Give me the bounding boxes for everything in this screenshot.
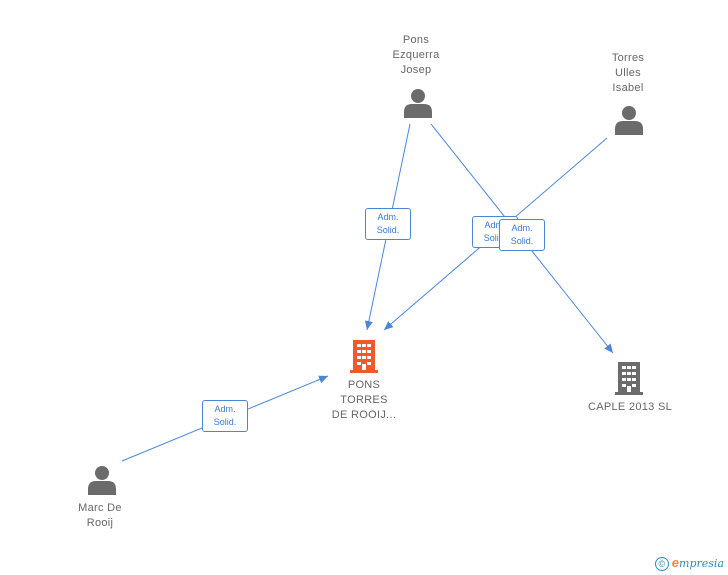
node-label-pons-torres-de-rooij[interactable]: PONS TORRES DE ROOIJ... — [331, 379, 397, 421]
node-label-torres-ulles-isabel[interactable]: Torres Ulles Isabel — [611, 52, 645, 94]
node-label-pons-ezquerra-josep[interactable]: Pons Ezquerra Josep — [392, 34, 440, 76]
edge-label-adm-solid: Adm. Solid. — [365, 208, 411, 240]
edge-label-adm-solid: Adm. Solid. — [499, 219, 545, 251]
copyright-icon: © — [654, 557, 669, 571]
edge-label-adm-solid: Adm. Solid. — [202, 400, 248, 432]
building-icon[interactable] — [613, 360, 645, 396]
building-icon[interactable] — [348, 338, 380, 374]
empresia-logo-text: mpresia — [679, 557, 724, 570]
node-label-caple-2013-sl[interactable]: CAPLE 2013 SL — [587, 401, 672, 413]
node-label-marc-de-rooij[interactable]: Marc De Rooij — [78, 502, 122, 529]
empresia-logo-initial: e — [671, 555, 680, 570]
person-icon[interactable] — [403, 88, 433, 118]
person-icon[interactable] — [87, 465, 117, 495]
empresia-watermark: ©empresia — [654, 555, 724, 571]
person-icon[interactable] — [614, 105, 644, 135]
